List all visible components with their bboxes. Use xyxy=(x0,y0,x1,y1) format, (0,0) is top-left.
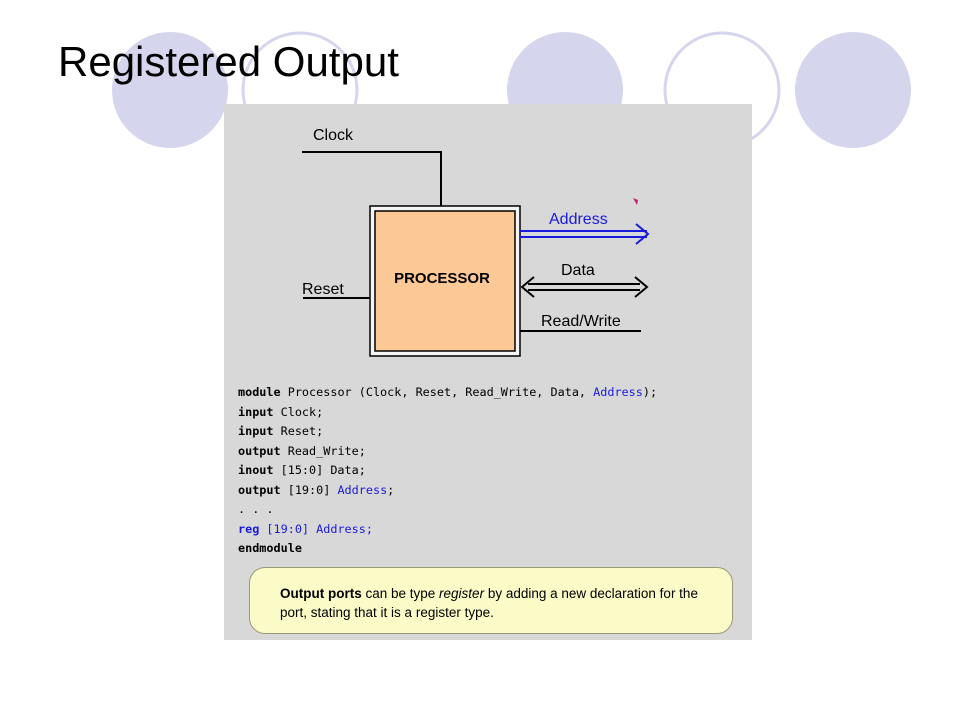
code-line-9: endmodule xyxy=(238,541,302,555)
code-line-1: module Processor (Clock, Reset, Read_Wri… xyxy=(238,385,658,399)
data-arrowhead-right xyxy=(634,276,649,298)
processor-label: PROCESSOR xyxy=(394,270,490,287)
note-strong-text: Output ports xyxy=(280,586,362,601)
decor-circle-filled-3 xyxy=(795,32,911,148)
note-text-1: can be type xyxy=(361,586,440,601)
code-line-6: output [19:0] Address; xyxy=(238,482,395,497)
clock-label: Clock xyxy=(313,127,354,144)
slide-title: Registered Output xyxy=(58,38,399,85)
processor-diagram: Clock Reset PROCESSOR Address Data Read/… xyxy=(302,127,650,357)
code-line-2: input Clock; xyxy=(238,404,324,419)
code-line-3: input Reset; xyxy=(238,424,324,438)
read-write-label: Read/Write xyxy=(541,313,621,330)
address-label: Address xyxy=(549,211,608,228)
reset-label: Reset xyxy=(302,281,344,298)
code-line-8: reg [19:0] Address; xyxy=(238,521,373,536)
decor-circle-filled-1 xyxy=(112,32,228,148)
processor-block xyxy=(374,210,516,352)
data-label: Data xyxy=(561,262,595,279)
verilog-code: module Processor (Clock, Reset, Read_Wri… xyxy=(238,383,657,559)
note-text-2: by adding a new declaration for the port… xyxy=(280,586,698,620)
code-line-4: output Read_Write; xyxy=(238,443,366,458)
note-emphasis: register xyxy=(439,586,485,601)
cursor-mark xyxy=(633,198,638,205)
data-arrowhead-left xyxy=(520,276,535,298)
code-line-5: inout [15:0] Data; xyxy=(238,463,366,477)
note-callout: Output ports can be type register by add… xyxy=(249,567,733,634)
address-arrowhead xyxy=(635,223,650,245)
figure-panel: Clock Reset PROCESSOR Address Data Read/… xyxy=(224,104,752,640)
code-line-7: . . . xyxy=(238,502,274,516)
clock-wire xyxy=(302,151,442,206)
